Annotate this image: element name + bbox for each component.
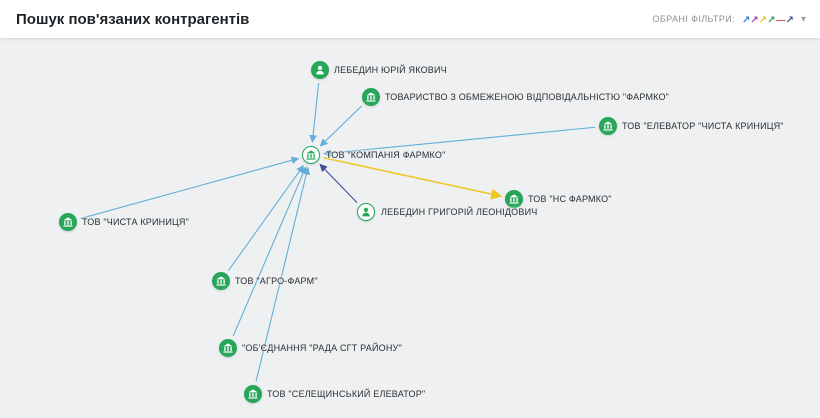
company-icon	[248, 389, 258, 399]
node-label: ЛЕБЕДИН ЮРІЙ ЯКОВИЧ	[334, 65, 447, 75]
node-label: "ОБ'ЄДНАННЯ "РАДА СГТ РАЙОНУ"	[242, 343, 402, 353]
filter-arrow-magenta-icon: ↗	[750, 15, 759, 26]
header: Пошук пов'язаних контрагентів ОБРАНІ ФІЛ…	[0, 0, 820, 38]
graph-node-chysta[interactable]: ТОВ "ЧИСТА КРИНИЦЯ"	[59, 213, 189, 231]
company-icon	[603, 121, 613, 131]
graph-edge-seleshchynskyi-central	[255, 166, 311, 382]
node-label: ТОВ "АГРО-ФАРМ"	[235, 276, 318, 286]
graph-node-ns-farmko[interactable]: ТОВ "НС ФАРМКО"	[505, 190, 611, 208]
person-icon	[316, 65, 324, 75]
graph-node-tov-farmko[interactable]: ТОВАРИСТВО З ОБМЕЖЕНОЮ ВІДПОВІДАЛЬНІСТЮ …	[362, 88, 669, 106]
company-icon	[63, 217, 73, 227]
filter-arrow-blue-icon: ↗	[742, 15, 751, 26]
filter-dash-red-icon: —	[775, 15, 786, 26]
node-label: ТОВ "НС ФАРМКО"	[528, 194, 612, 204]
graph-edge-chysta-central	[80, 156, 300, 220]
company-icon	[366, 92, 376, 102]
node-label: ТОВ "КОМПАНІЯ ФАРМКО"	[326, 150, 446, 160]
company-icon	[216, 276, 226, 286]
page-title: Пошук пов'язаних контрагентів	[16, 10, 250, 28]
filters-label: ОБРАНІ ФІЛЬТРИ:	[652, 14, 736, 24]
graph-node-rada[interactable]: "ОБ'ЄДНАННЯ "РАДА СГТ РАЙОНУ"	[219, 339, 402, 357]
company-icon	[306, 150, 316, 160]
node-label: ТОВ "ЧИСТА КРИНИЦЯ"	[82, 217, 189, 227]
graph-node-hryhoriy[interactable]: ЛЕБЕДИН ГРИГОРІЙ ЛЕОНІДОВИЧ	[357, 203, 537, 221]
graph-node-seleshchynskyi[interactable]: ТОВ "СЕЛЕЩИНСЬКИЙ ЕЛЕВАТОР"	[244, 385, 425, 403]
node-label: ТОВ "СЕЛЕЩИНСЬКИЙ ЕЛЕВАТОР"	[267, 389, 426, 399]
company-icon	[509, 194, 519, 204]
chevron-down-icon[interactable]: ▾	[800, 13, 806, 25]
graph-edge-central-ns-farmko	[323, 156, 503, 200]
graph-node-elevator[interactable]: ТОВ "ЕЛЕВАТОР "ЧИСТА КРИНИЦЯ"	[599, 117, 784, 135]
graph-node-agro[interactable]: ТОВ "АГРО-ФАРМ"	[212, 272, 318, 290]
filter-icons-group: ↗↗↗↗—↗	[742, 10, 794, 28]
filter-arrow-yellow-icon: ↗	[758, 15, 768, 26]
selected-filters-control[interactable]: ОБРАНІ ФІЛЬТРИ: ↗↗↗↗—↗ ▾	[652, 10, 806, 28]
node-label: ЛЕБЕДИН ГРИГОРІЙ ЛЕОНІДОВИЧ	[381, 207, 538, 217]
node-label: ТОВАРИСТВО З ОБМЕЖЕНОЮ ВІДПОВІДАЛЬНІСТЮ …	[385, 92, 670, 102]
graph-node-yuriy[interactable]: ЛЕБЕДИН ЮРІЙ ЯКОВИЧ	[311, 61, 447, 79]
node-label: ТОВ "ЕЛЕВАТОР "ЧИСТА КРИНИЦЯ"	[622, 121, 784, 131]
company-icon	[223, 343, 233, 353]
person-icon	[362, 207, 370, 217]
graph-edge-elevator-central	[323, 126, 596, 157]
graph-node-central[interactable]: ТОВ "КОМПАНІЯ ФАРМКО"	[302, 146, 445, 164]
filter-arrow-green-icon: ↗	[767, 15, 776, 26]
graph-edge-rada-central	[232, 166, 307, 337]
graph-edge-hryhoriy-central	[319, 163, 358, 204]
filter-arrow-navy-icon: ↗	[785, 15, 794, 26]
graph-edge-tov-farmko-central	[319, 105, 363, 147]
graph-edge-yuriy-central	[309, 82, 320, 143]
graph-edge-agro-central	[228, 164, 304, 271]
